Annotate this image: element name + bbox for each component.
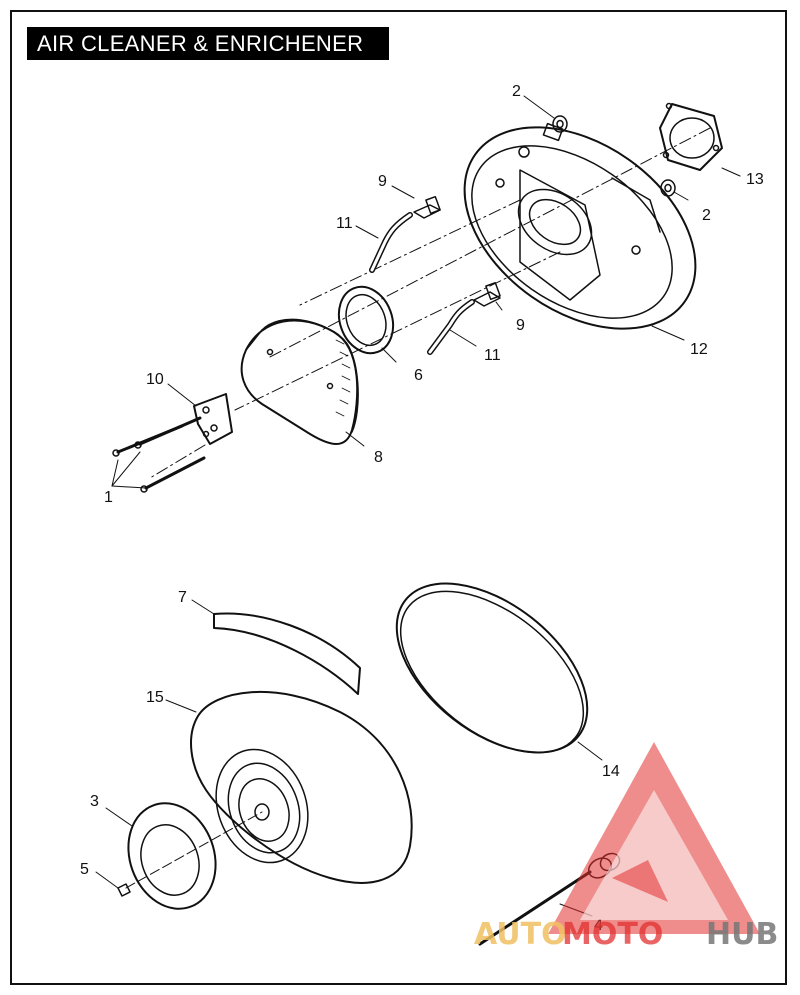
- backplate-part: [463, 122, 697, 330]
- callout-14: 14: [602, 763, 620, 780]
- diagram-title: AIR CLEANER & ENRICHENER: [27, 27, 389, 60]
- callout-5: 5: [80, 861, 89, 878]
- callout-2a: 2: [512, 83, 521, 100]
- watermark-text-hub: HUB: [706, 917, 778, 952]
- callout-2b: 2: [702, 207, 711, 224]
- cover-seal-part: [395, 582, 589, 754]
- watermark-text-auto: AUTO: [474, 917, 567, 952]
- callout-9b: 9: [516, 317, 525, 334]
- filter-element-part: [240, 318, 359, 445]
- seal-ring-part: [337, 285, 395, 355]
- callout-8: 8: [374, 449, 383, 466]
- callout-11a: 11: [336, 215, 353, 232]
- callout-10: 10: [146, 371, 164, 388]
- centerlines: [149, 127, 711, 479]
- callout-6: 6: [414, 367, 423, 384]
- callout-12: 12: [690, 341, 708, 358]
- cover-part: [190, 690, 413, 884]
- medallion-part: [127, 802, 217, 910]
- callout-7: 7: [178, 589, 187, 606]
- callout-1: 1: [104, 489, 113, 506]
- bracket-part: [193, 393, 233, 445]
- watermark-text-moto: MOTO: [562, 917, 663, 952]
- callout-11b: 11: [484, 347, 501, 364]
- callout-3: 3: [90, 793, 99, 810]
- callout-9a: 9: [378, 173, 387, 190]
- gasket-part: [659, 102, 723, 171]
- watermark-logo: AUTO MOTO HUB: [474, 742, 778, 952]
- washer-part: [552, 115, 676, 197]
- breather-fitting-part: [413, 195, 501, 307]
- page-frame: [10, 10, 787, 985]
- screw-part: [112, 416, 206, 493]
- leader-lines: [95, 95, 741, 917]
- callout-13: 13: [746, 171, 764, 188]
- breather-hose-part: [369, 212, 475, 355]
- trim-strip-part: [213, 612, 361, 695]
- badge-screw-part: [117, 811, 263, 897]
- callout-15: 15: [146, 689, 164, 706]
